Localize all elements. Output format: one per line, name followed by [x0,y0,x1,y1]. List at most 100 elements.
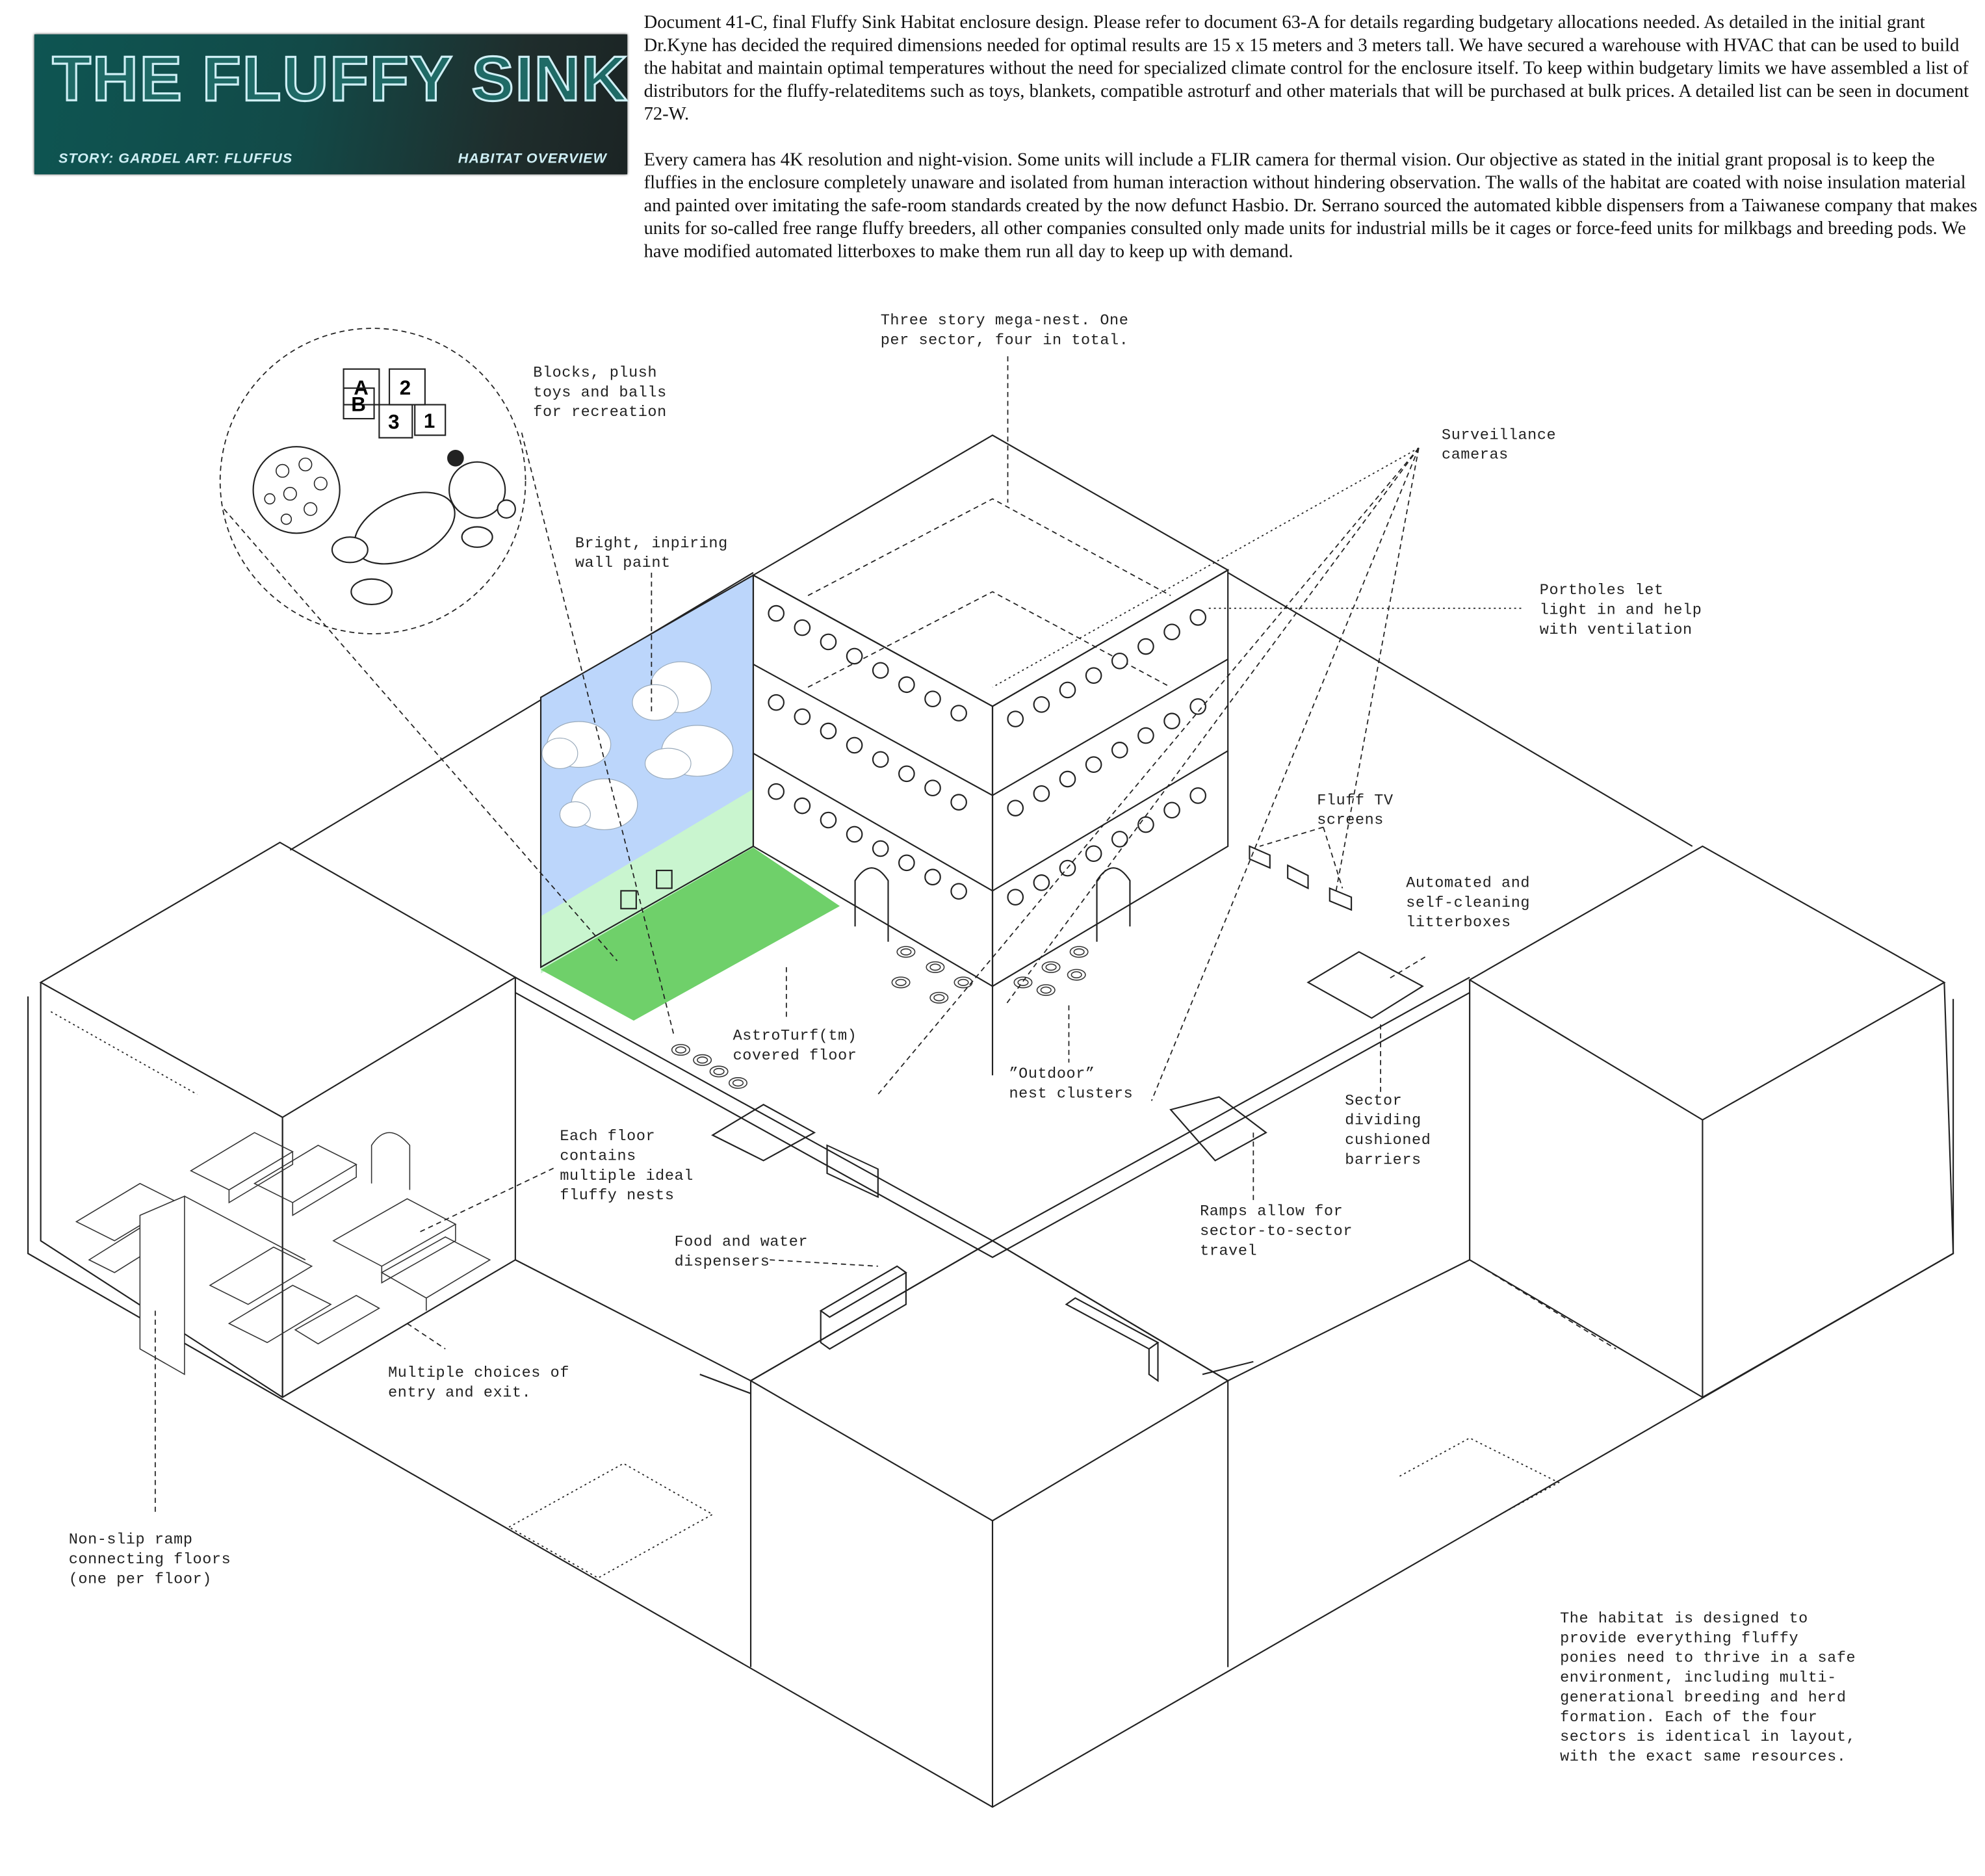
nest-icon [1069,946,1089,958]
document-text: Document 41-C, final Fluffy Sink Habitat… [644,12,1978,287]
nest-icon [697,1056,708,1064]
label-line: Blocks, plush [533,364,657,382]
sector-barriers [515,976,1470,1394]
porthole-icons [768,605,1206,906]
porthole-icon [820,722,837,740]
toys-inset: A B 2 3 1 [219,328,526,634]
label-line: ponies need to thrive in a safe [1560,1650,1856,1667]
porthole-icon [820,633,837,651]
label-line: screens [1317,812,1384,829]
tv-screens [1249,845,1353,911]
porthole-icon [794,619,811,636]
label-line: dispensers [675,1253,770,1271]
nest-icon [671,1044,690,1056]
floor-nests [75,1132,491,1375]
label-line: generational breeding and herd [1560,1689,1846,1706]
porthole-icon [898,854,915,872]
nest-icon [1070,971,1082,979]
mega-nest-tower [751,434,1230,1076]
label-line: environment, including multi- [1560,1669,1837,1687]
porthole-icon [1163,801,1180,819]
label-line: Bright, inpiring [575,535,728,553]
label-line: self-cleaning [1406,894,1530,912]
porthole-icon [846,647,863,665]
sector-box-left [39,841,517,1398]
label-line: toys and balls [533,384,667,402]
porthole-icon [1085,845,1102,863]
nest-icon [929,991,949,1004]
nest-icon [693,1054,712,1066]
label-line: fluffy nests [560,1187,674,1205]
porthole-icon [872,751,889,768]
svg-text:1: 1 [424,410,435,432]
nest-icon [891,976,911,989]
nest-icon [926,961,945,973]
nest-icon [957,978,969,986]
porthole-icon [872,840,889,857]
label-line: entry and exit. [388,1385,531,1402]
porthole-icon [794,797,811,814]
nest-icon [1017,978,1029,986]
label-line: for recreation [533,404,667,421]
nest-icon [1073,948,1085,956]
nest-icon [1041,961,1061,973]
porthole-icon [1007,710,1024,727]
svg-text:3: 3 [388,411,399,434]
label-line: sectors is identical in layout, [1560,1728,1856,1746]
label-line: with the exact same resources. [1560,1748,1846,1765]
sector-box-front [749,1240,1230,1522]
porthole-icon [1007,800,1024,816]
nest-icon [900,948,912,956]
label-line: Automated and [1406,875,1530,892]
nest-icon [675,1046,686,1054]
porthole-icon [1163,623,1180,641]
porthole-icon [794,708,811,725]
porthole-icon [924,690,941,707]
label-line: litterboxes [1406,914,1511,931]
label-line: (one per floor) [69,1570,212,1588]
nest-icon [1045,963,1057,971]
porthole-icon [924,868,941,886]
porthole-icon [768,694,785,711]
porthole-icon [846,826,863,843]
ball-icon [252,446,341,534]
porthole-icon [1059,681,1076,699]
banner-credits: STORY: GARDEL ART: FLUFFUS [58,151,293,167]
nest-icon [896,946,916,958]
label-line: Surveillance [1442,426,1556,444]
porthole-icon [1189,609,1206,626]
label-line: light in and help [1540,602,1702,619]
label-line: contains [560,1147,636,1165]
label-line: barriers [1345,1151,1421,1169]
outdoor-nests [671,946,1089,1089]
label-line: multiple ideal [560,1167,694,1185]
porthole-icon [1085,756,1102,774]
porthole-icon [846,736,863,754]
label-line: ”Outdoor” [1009,1065,1095,1083]
label-line: provide everything fluffy [1560,1630,1798,1647]
porthole-icon [1137,727,1154,744]
porthole-icon [1111,653,1128,670]
label-astroturf: AstroTurf(tm)covered floor [733,1027,857,1064]
label-portholes: Portholes let light in and help with venti… [1540,582,1702,639]
porthole-icon [872,662,889,679]
label-line: per sector, four in total. [881,332,1129,350]
nest-icon [895,978,907,986]
banner-title: THE FLUFFY SINK [51,42,629,116]
label-litterboxes: Automated and self-cleaning litterboxes [1406,875,1530,932]
porthole-icon [820,811,837,829]
label-line: Portholes let [1540,582,1664,599]
litterbox [1306,951,1424,1019]
label-line: with ventilation [1540,621,1693,639]
porthole-icon [1163,712,1180,730]
porthole-icon [768,605,785,622]
porthole-icon [950,883,967,900]
porthole-icon [1033,785,1050,802]
